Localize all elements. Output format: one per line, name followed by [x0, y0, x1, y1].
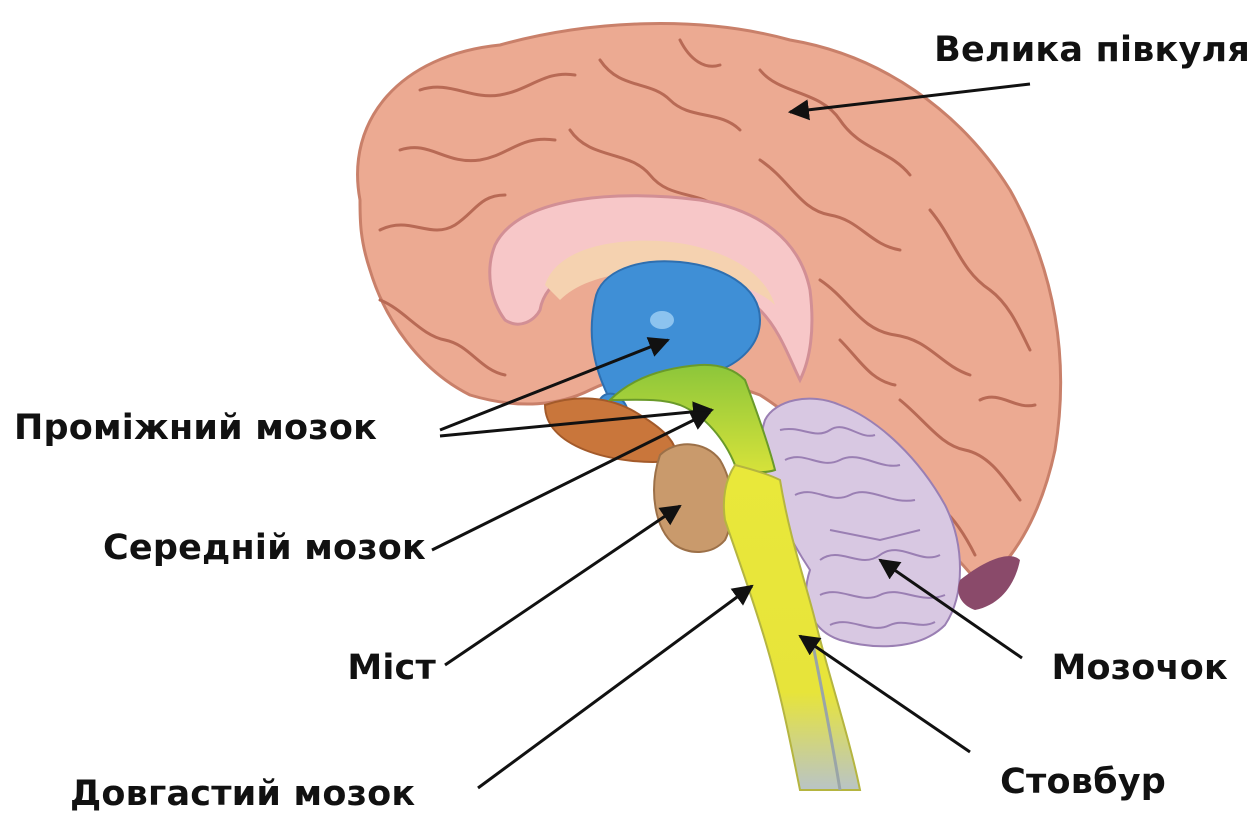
pons — [654, 444, 732, 552]
frontal-base — [545, 398, 676, 462]
label-midbrain: Середній мозок — [103, 528, 426, 568]
label-medulla: Довгастий мозок — [70, 774, 415, 814]
label-cerebral-hemisphere: Велика півкуля — [934, 30, 1250, 70]
label-brainstem: Стовбур — [1000, 762, 1166, 802]
interventricular-spot — [650, 311, 674, 329]
label-diencephalon: Проміжний мозок — [14, 408, 377, 448]
label-pons: Міст — [347, 648, 436, 688]
arrow-pons — [445, 506, 680, 665]
label-cerebellum: Мозочок — [1052, 648, 1229, 688]
